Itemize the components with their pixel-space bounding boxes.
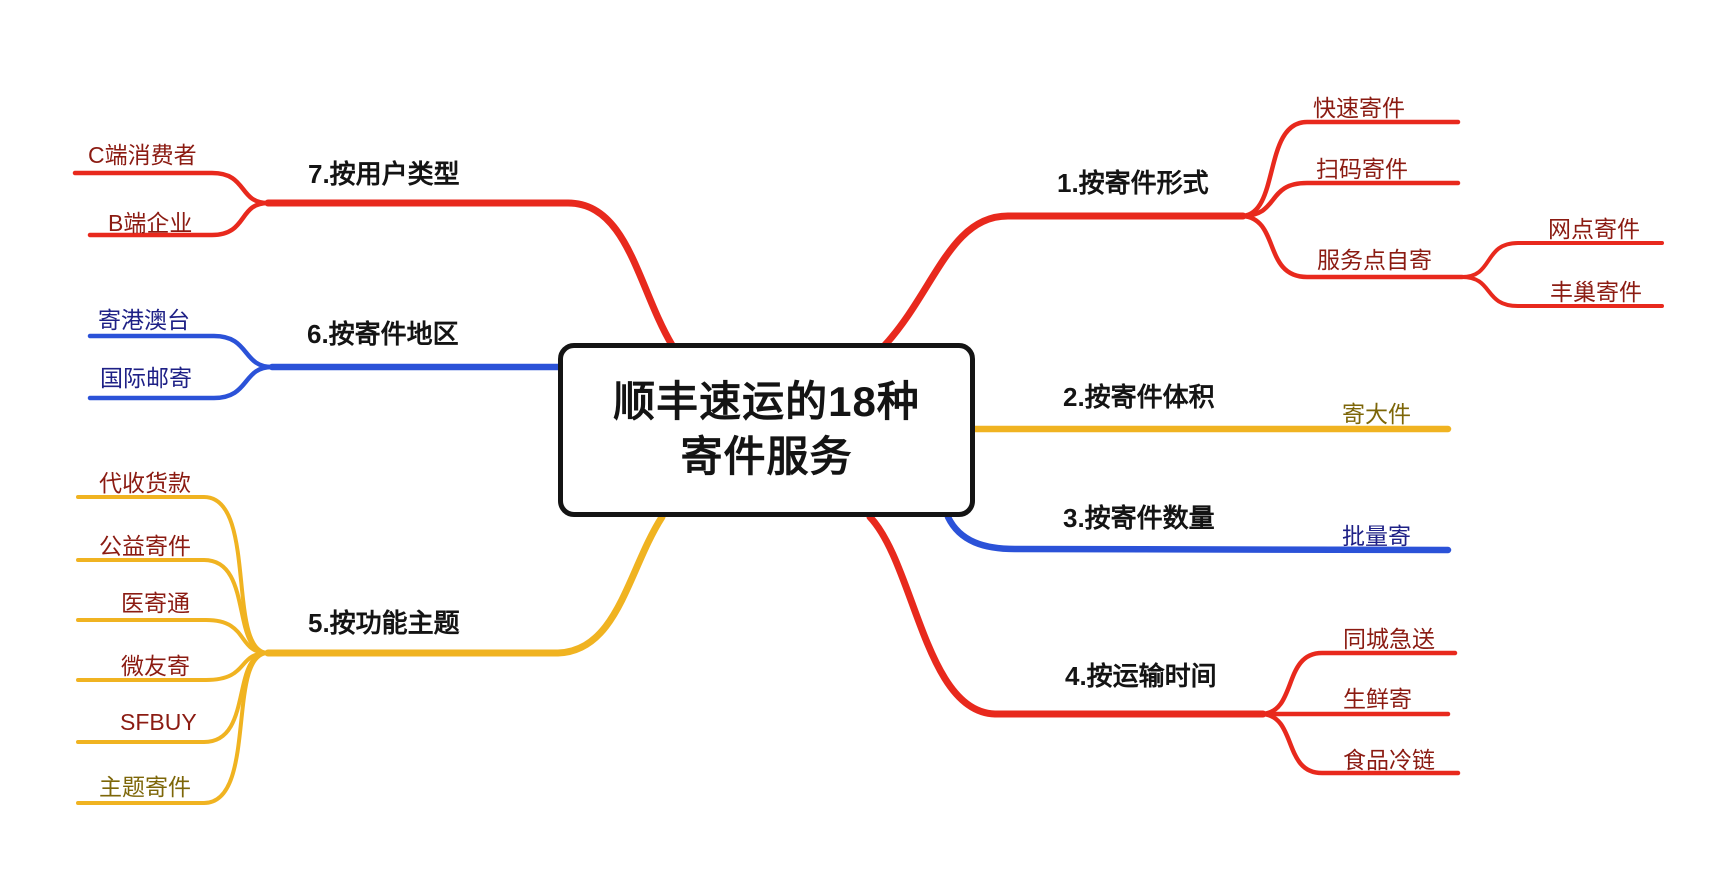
branch-6-child-1-line [87, 364, 275, 401]
branch-5-line [264, 513, 666, 657]
leaf-node-daishou-huokuan[interactable]: 代收货款 [99, 470, 191, 496]
branch-4-line [866, 513, 1267, 718]
branch-5-child-5-line [76, 651, 270, 805]
branch-1-child-2-line [1240, 213, 1465, 280]
branch-7-line [264, 199, 676, 349]
branch-node-4[interactable]: 4.按运输时间 [1065, 661, 1217, 691]
leaf-node-tongcheng-jisong[interactable]: 同城急送 [1343, 626, 1435, 652]
branch-4-child-2-line [1260, 711, 1461, 776]
leaf-node-gongyi-jijian[interactable]: 公益寄件 [99, 533, 191, 559]
central-topic-node[interactable]: 顺丰速运的18种 寄件服务 [558, 343, 975, 517]
leaf-node-shengxian-ji[interactable]: 生鲜寄 [1343, 686, 1412, 712]
branch-5-child-2-line [76, 618, 270, 655]
branch-1-child-0-line [1240, 119, 1461, 219]
leaf-node-kuaisu-jijian[interactable]: 快速寄件 [1313, 95, 1405, 121]
leaf-node-weiyouji[interactable]: 微友寄 [121, 653, 190, 679]
branch-5-child-1-line [76, 558, 270, 655]
leaf-node-ji-dajian[interactable]: 寄大件 [1342, 401, 1411, 427]
branch-4-child-0-line [1260, 650, 1458, 717]
branch-node-2[interactable]: 2.按寄件体积 [1063, 382, 1215, 412]
leaf-node-fuwudian-ziji[interactable]: 服务点自寄 [1317, 247, 1432, 273]
leaf-node-ji-gangaotai[interactable]: 寄港澳台 [98, 307, 190, 333]
branch-7-child-0-line [72, 170, 271, 206]
leaf-node-b-duan-qiye[interactable]: B端企业 [108, 210, 193, 236]
leaf-node-wangdian-jijian[interactable]: 网点寄件 [1548, 216, 1640, 242]
leaf-node-piliang-ji[interactable]: 批量寄 [1342, 523, 1411, 549]
branch-node-1[interactable]: 1.按寄件形式 [1057, 168, 1209, 198]
branch-1-child-1-line [1240, 180, 1461, 219]
leaf-node-sfbuy[interactable]: SFBUY [120, 709, 197, 735]
leaf-node-c-duan-xiaofeizhe[interactable]: C端消费者 [88, 142, 197, 168]
leaf-node-saoma-jijian[interactable]: 扫码寄件 [1316, 156, 1408, 182]
leaf-node-zhuti-jijian[interactable]: 主题寄件 [99, 774, 191, 800]
branch-3-line [944, 513, 1452, 554]
branch-5-child-0-line [76, 495, 270, 655]
branch-1-grandchild-0-line [1460, 241, 1664, 279]
branch-node-7[interactable]: 7.按用户类型 [308, 159, 460, 189]
leaf-node-shipin-lenglian[interactable]: 食品冷链 [1343, 747, 1435, 773]
branch-7-child-1-line [87, 200, 271, 238]
branch-1-line [881, 212, 1247, 349]
branch-node-3[interactable]: 3.按寄件数量 [1063, 503, 1215, 533]
central-topic-title-line1: 顺丰速运的18种 [613, 378, 920, 426]
leaf-node-yijitong[interactable]: 医寄通 [121, 590, 190, 616]
branch-6-child-0-line [87, 333, 275, 370]
branch-node-5[interactable]: 5.按功能主题 [308, 608, 460, 638]
leaf-node-fengchao-jijian[interactable]: 丰巢寄件 [1550, 279, 1642, 305]
branch-1-grandchild-1-line [1460, 275, 1664, 308]
leaf-node-guoji-youji[interactable]: 国际邮寄 [100, 365, 192, 391]
branch-node-6[interactable]: 6.按寄件地区 [307, 319, 459, 349]
central-topic-title-line2: 寄件服务 [680, 433, 853, 480]
